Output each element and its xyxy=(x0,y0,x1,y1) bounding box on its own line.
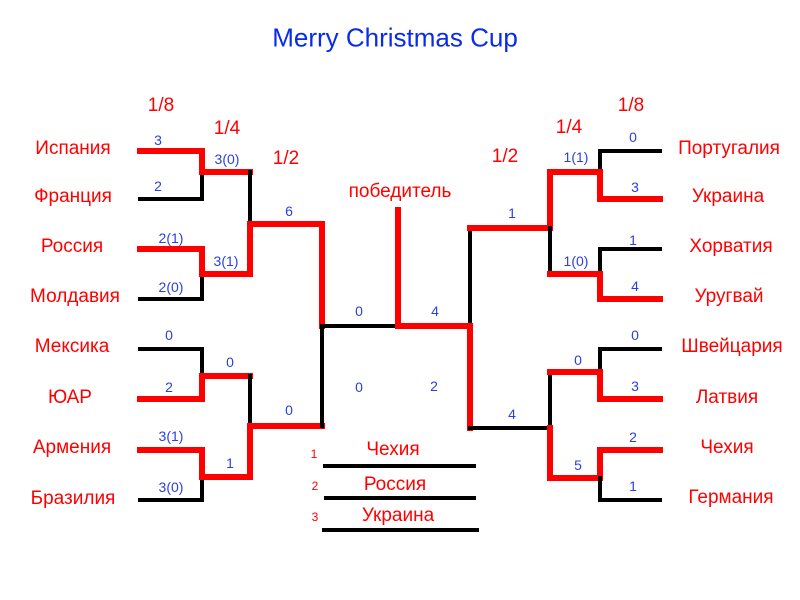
score: 1(0) xyxy=(563,253,589,269)
team-right: Украина xyxy=(691,186,765,207)
score: 2 xyxy=(430,378,438,394)
podium-team: Россия xyxy=(363,474,427,495)
score: 1(1) xyxy=(563,149,589,165)
score: 1 xyxy=(629,478,637,494)
score: 2 xyxy=(165,379,173,395)
team-right: Латвия xyxy=(695,387,759,408)
score: 3(0) xyxy=(214,151,240,167)
score: 3 xyxy=(631,378,639,394)
podium-place: 2 xyxy=(311,479,319,493)
score: 1 xyxy=(508,205,516,221)
score: 1 xyxy=(226,455,234,471)
score: 6 xyxy=(285,203,293,219)
round-label-left-qf: 1/4 xyxy=(213,118,241,139)
team-right: Германия xyxy=(688,487,774,508)
round-label-left-sf: 1/2 xyxy=(272,148,300,169)
team-left: ЮАР xyxy=(48,387,92,408)
podium-place: 3 xyxy=(311,510,319,524)
score: 2 xyxy=(154,178,162,194)
score: 2(1) xyxy=(158,230,184,246)
round-label-right-qf: 1/4 xyxy=(555,117,583,138)
score: 4 xyxy=(631,278,639,294)
score: 0 xyxy=(355,379,363,395)
score: 3 xyxy=(631,179,639,195)
score: 0 xyxy=(165,327,173,343)
team-right: Уругвай xyxy=(694,286,764,307)
winner-label: победитель xyxy=(348,181,452,202)
team-left: Бразилия xyxy=(30,488,116,509)
team-right: Португалия xyxy=(678,138,780,159)
score: 4 xyxy=(431,303,439,319)
score: 3 xyxy=(154,132,162,148)
team-left: Молдавия xyxy=(30,286,120,307)
team-right: Чехия xyxy=(700,437,754,458)
score: 0 xyxy=(574,352,582,368)
team-right: Швейцария xyxy=(681,336,783,357)
score: 0 xyxy=(285,402,293,418)
score: 1 xyxy=(629,232,637,248)
podium-place: 1 xyxy=(310,447,318,461)
score: 3(1) xyxy=(213,253,239,269)
round-label-right-sf: 1/2 xyxy=(491,146,519,167)
round-label-left-r16: 1/8 xyxy=(147,95,175,116)
team-right: Хорватия xyxy=(689,236,773,257)
team-left: Мексика xyxy=(34,336,110,357)
round-label-right-r16: 1/8 xyxy=(617,95,645,116)
score: 3(0) xyxy=(158,479,184,495)
team-left: Армения xyxy=(32,437,112,458)
podium-team: Украина xyxy=(361,505,435,526)
score: 4 xyxy=(508,406,516,422)
podium-team: Чехия xyxy=(366,439,420,460)
score: 0 xyxy=(226,354,234,370)
score: 0 xyxy=(631,327,639,343)
score: 0 xyxy=(629,129,637,145)
score: 5 xyxy=(574,457,582,473)
score: 0 xyxy=(355,303,363,319)
score: 2(0) xyxy=(158,279,184,295)
team-left: Испания xyxy=(35,138,111,159)
score: 3(1) xyxy=(158,428,184,444)
cup-title: Merry Christmas Cup xyxy=(272,22,518,53)
team-left: Франция xyxy=(34,186,112,207)
score: 2 xyxy=(629,429,637,445)
team-left: Россия xyxy=(40,236,104,257)
